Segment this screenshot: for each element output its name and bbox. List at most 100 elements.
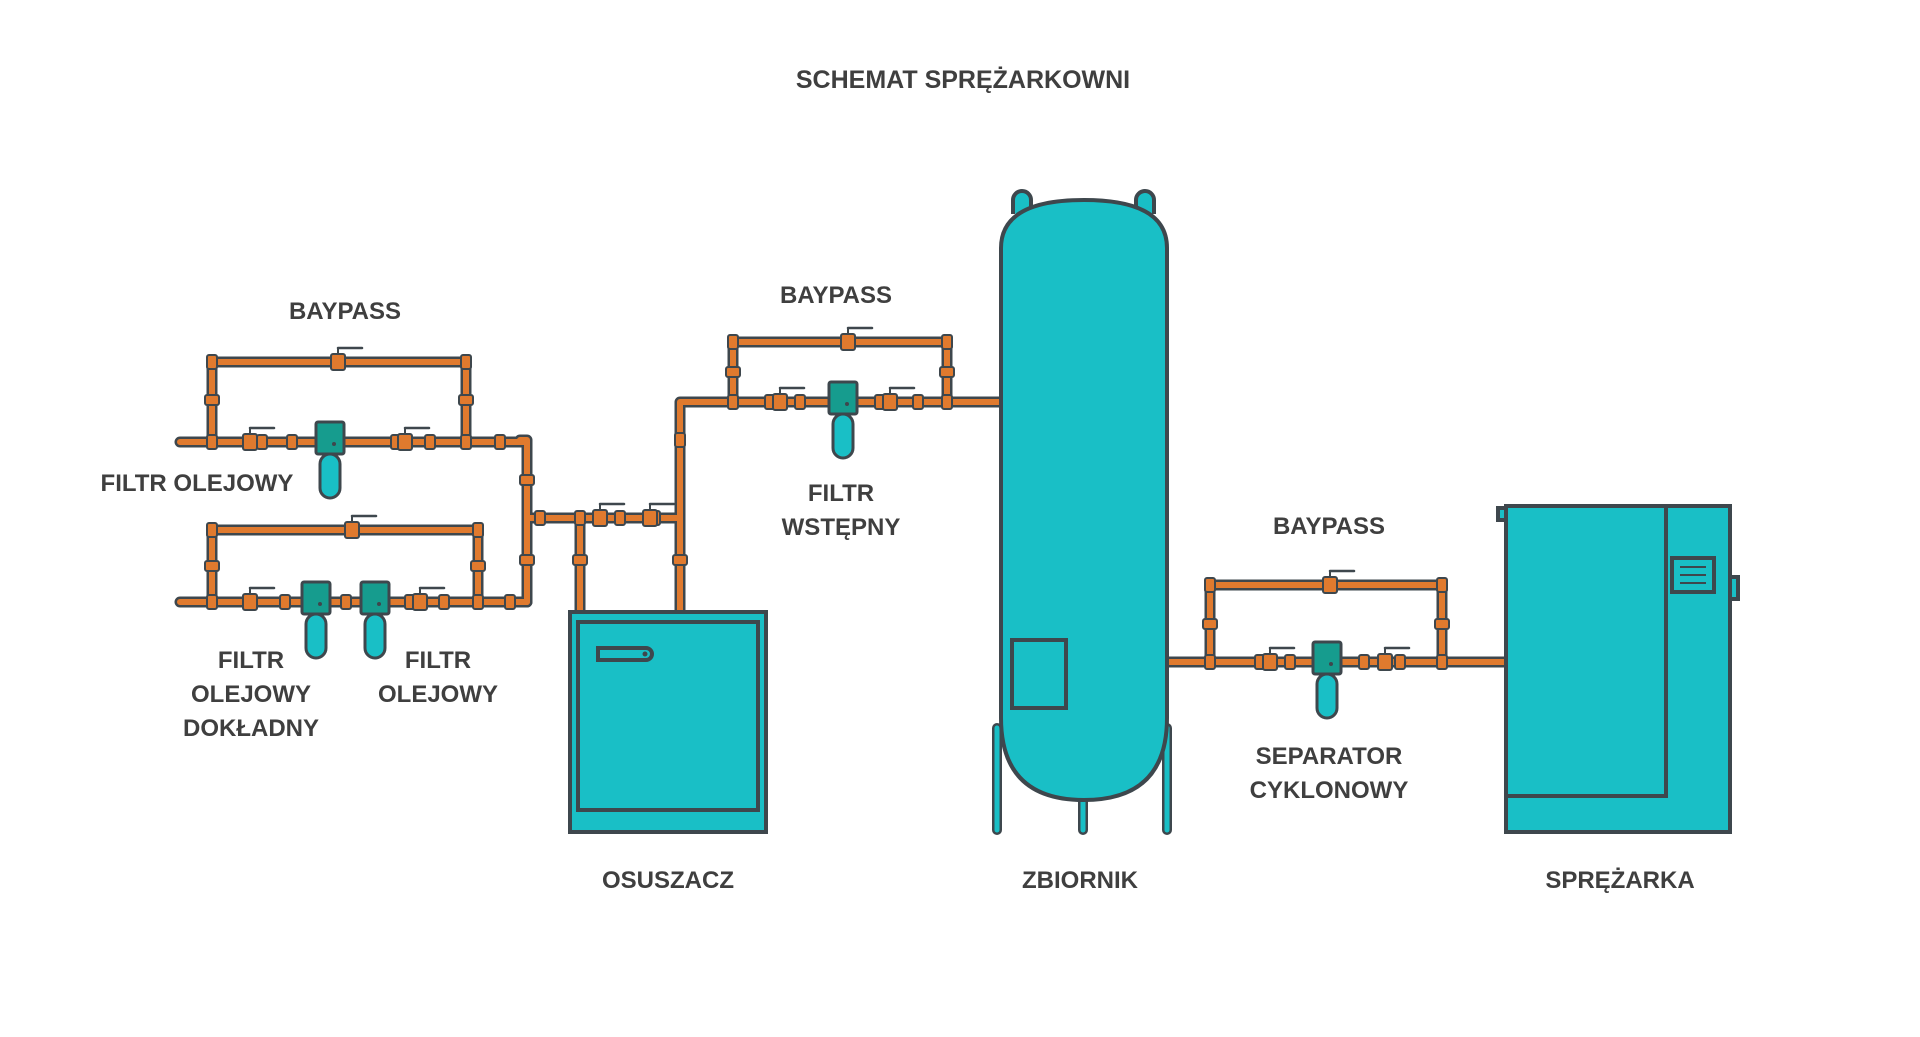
pipe-fitting <box>725 366 741 378</box>
label-bypass-left: BAYPASS <box>288 298 402 325</box>
filters <box>300 380 1343 720</box>
label-line: SEPARATOR <box>1255 743 1403 770</box>
prefilter <box>827 380 859 460</box>
filter-head-dot <box>332 442 336 446</box>
label-line: WSTĘPNY <box>781 514 901 541</box>
ball-valve <box>344 514 378 539</box>
pipe-fitting <box>1436 654 1448 670</box>
label-oil-filter-bottom: FILTR OLEJOWY <box>378 644 498 712</box>
filter-head <box>827 380 859 416</box>
pipe-fitting <box>519 554 535 566</box>
pipe-fitting <box>458 394 474 406</box>
cyclone-separator <box>1311 640 1343 720</box>
valve-body <box>242 593 258 611</box>
ball-valve <box>772 386 806 411</box>
filter-bowl <box>304 612 328 660</box>
label-line: FILTR <box>404 647 472 674</box>
valve-body <box>330 353 346 371</box>
pipe-fitting <box>794 394 806 410</box>
pipe-fitting <box>519 474 535 486</box>
filter-head <box>300 580 332 616</box>
pipe-fitting <box>438 594 450 610</box>
valve-body <box>397 433 413 451</box>
valve-body <box>242 433 258 451</box>
pipe-fitting <box>1204 654 1216 670</box>
pipe-fitting <box>727 334 739 350</box>
pipe-fitting <box>939 366 955 378</box>
pipe-fitting <box>534 510 546 526</box>
label-tank: ZBIORNIK <box>1022 867 1138 894</box>
oil-filter-top <box>314 420 346 500</box>
label-oil-filter-top: FILTR OLEJOWY <box>100 470 294 497</box>
pipe-fitting <box>424 434 436 450</box>
ball-valve <box>592 502 626 527</box>
air-tank <box>992 189 1172 835</box>
compressor-body <box>1504 504 1732 834</box>
valve-body <box>840 333 856 351</box>
pipe-fitting <box>206 594 218 610</box>
ball-valve <box>1322 569 1356 594</box>
pipe-fitting <box>1436 577 1448 593</box>
label-bypass-right: BAYPASS <box>1272 513 1386 540</box>
pipe-fitting <box>1204 577 1216 593</box>
pipe-fitting <box>674 432 686 448</box>
ball-valve <box>642 502 676 527</box>
dryer-unit <box>568 610 768 834</box>
pipe-fitting <box>204 560 220 572</box>
pipe-fitting <box>206 354 218 370</box>
pipe-fitting <box>279 594 291 610</box>
ball-valve <box>242 586 276 611</box>
pipe-bottom-left-bypass-outline <box>206 524 484 608</box>
valve-body <box>344 521 360 539</box>
pipe-fitting <box>1284 654 1296 670</box>
pipe-fitting <box>1358 654 1370 670</box>
label-dryer: OSUSZACZ <box>602 867 734 894</box>
pipe-fitting <box>206 522 218 538</box>
compressor-control-panel <box>1670 556 1716 594</box>
oil-filter-fine <box>300 580 332 660</box>
ball-valve <box>840 326 874 351</box>
valve-body <box>1322 576 1338 594</box>
pipe-fitting <box>572 554 588 566</box>
valve-body <box>1377 653 1393 671</box>
pipe-fitting <box>941 334 953 350</box>
ball-valve <box>330 346 364 371</box>
oil-filter-bottom <box>359 580 391 660</box>
pipe-valves <box>242 326 1411 671</box>
filter-head-dot <box>377 602 381 606</box>
filter-bowl <box>831 412 855 460</box>
dryer-handle-icon <box>596 646 654 662</box>
pipe-fitting <box>204 394 220 406</box>
filter-bowl <box>363 612 387 660</box>
pipe-fitting <box>614 510 626 526</box>
pipe-fitting <box>574 510 586 526</box>
ball-valve <box>242 426 276 451</box>
filter-bowl <box>1315 672 1339 720</box>
pipe-fitting <box>1394 654 1406 670</box>
pipe-fitting <box>460 354 472 370</box>
label-bypass-middle: BAYPASS <box>779 282 893 309</box>
label-prefilter: FILTR WSTĘPNY <box>782 477 901 545</box>
pipe-fitting <box>494 434 506 450</box>
label-line: OLEJOWY <box>190 681 311 708</box>
filter-head-dot <box>1329 662 1333 666</box>
pipe-fitting <box>340 594 352 610</box>
filter-bowl <box>318 452 342 500</box>
label-line: CYKLONOWY <box>1249 777 1409 804</box>
label-oil-filter-fine: FILTR OLEJOWY DOKŁADNY <box>183 644 319 746</box>
pipe-fitting <box>470 560 486 572</box>
pipe-bottom-left-bypass <box>209 527 481 605</box>
pipe-fitting <box>504 594 516 610</box>
pipe-fitting <box>460 434 472 450</box>
pipe-fitting <box>286 434 298 450</box>
pipe-fitting <box>472 522 484 538</box>
pipe-fitting <box>256 434 268 450</box>
label-line: FILTR <box>807 480 875 507</box>
valve-body <box>592 509 608 527</box>
compressor-unit <box>1496 504 1740 834</box>
filter-head-dot <box>845 402 849 406</box>
pipe-fitting <box>727 394 739 410</box>
label-compressor: SPRĘŻARKA <box>1545 867 1695 894</box>
tank-inspection-hatch <box>1010 638 1068 710</box>
